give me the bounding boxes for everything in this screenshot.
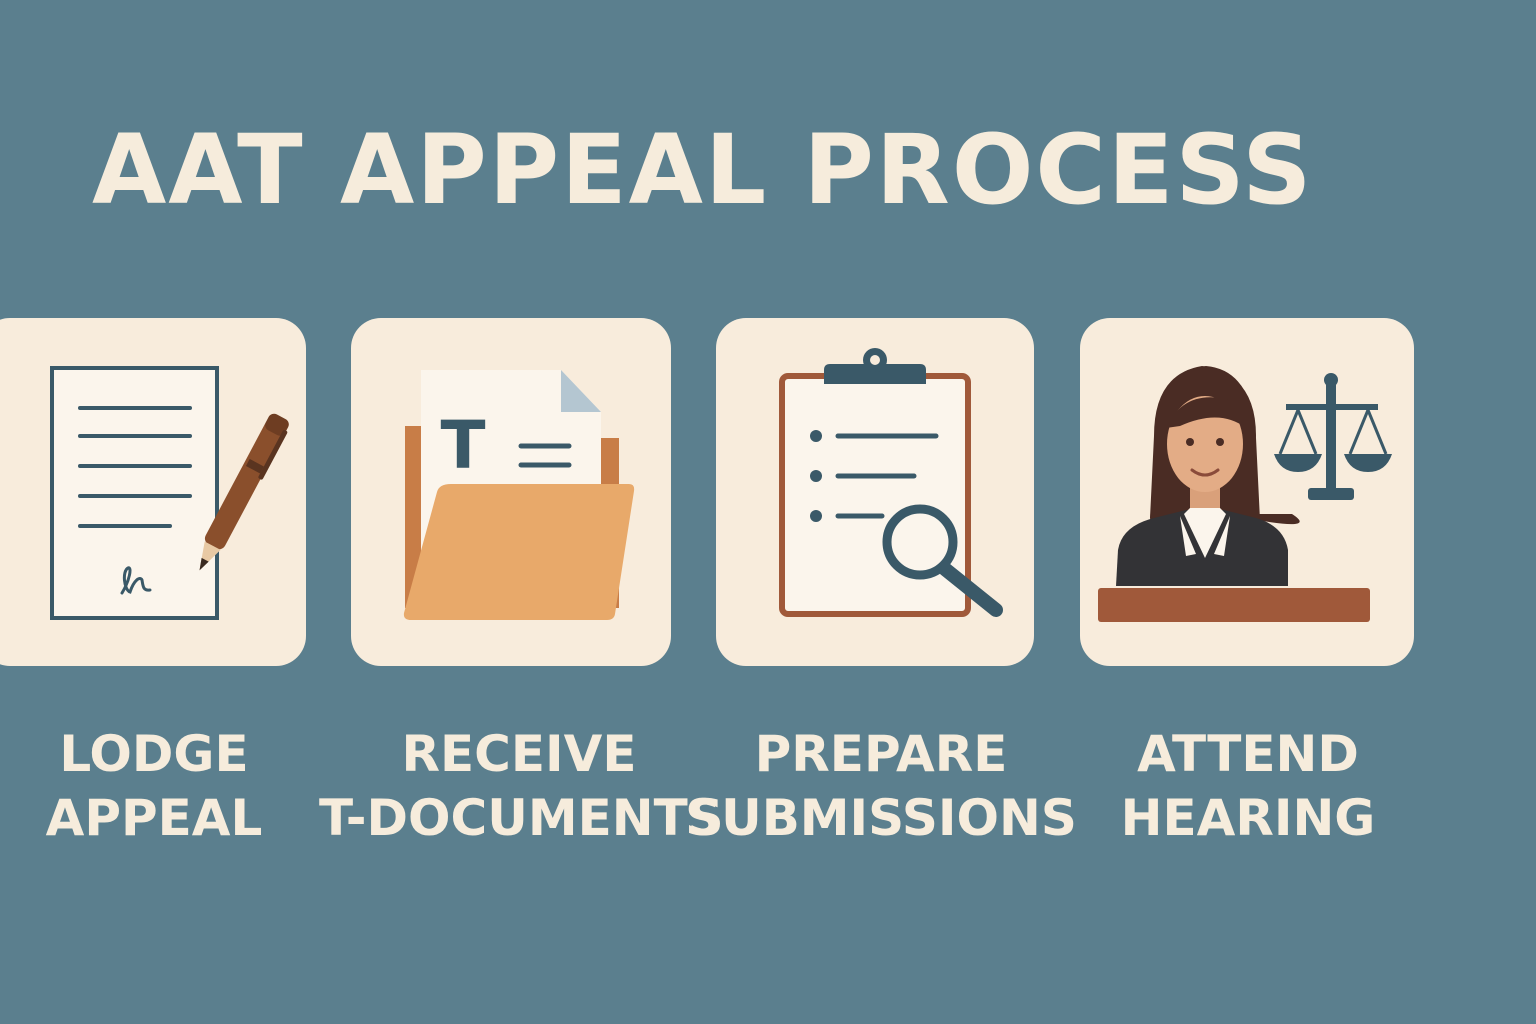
step-label-line-1: LODGE (59, 725, 249, 783)
folder-t-document-icon: T (403, 370, 635, 620)
step-label-line-1: PREPARE (754, 725, 1008, 783)
step-card-prepare-submissions (716, 318, 1034, 666)
step-label-line-1: RECEIVE (401, 725, 637, 783)
step-label-line-2: T-DOCUMENTS (319, 789, 724, 847)
step-label-line-1: ATTEND (1137, 725, 1359, 783)
clipboard-magnifier-icon (779, 348, 1003, 617)
judge-scales-icon (1098, 366, 1392, 622)
step-label-prepare-submissions: PREPARE SUBMISSIONS (681, 722, 1081, 850)
step-label-attend-hearing: ATTEND HEARING (1048, 722, 1448, 850)
step-card-attend-hearing (1080, 318, 1414, 666)
step-card-lodge-appeal (0, 318, 306, 666)
step-label-line-2: APPEAL (45, 789, 263, 847)
signed-document-pen-icon (50, 366, 289, 620)
step-card-receive-t-documents: T (351, 318, 671, 666)
step-label-lodge-appeal: LODGE APPEAL (0, 722, 354, 850)
page-title: AAT APPEAL PROCESS (92, 114, 1314, 226)
document-letter: T (440, 407, 485, 484)
step-label-line-2: HEARING (1120, 789, 1376, 847)
step-label-receive-t-documents: RECEIVE T-DOCUMENTS (319, 722, 724, 850)
step-label-line-2: SUBMISSIONS (685, 789, 1077, 847)
